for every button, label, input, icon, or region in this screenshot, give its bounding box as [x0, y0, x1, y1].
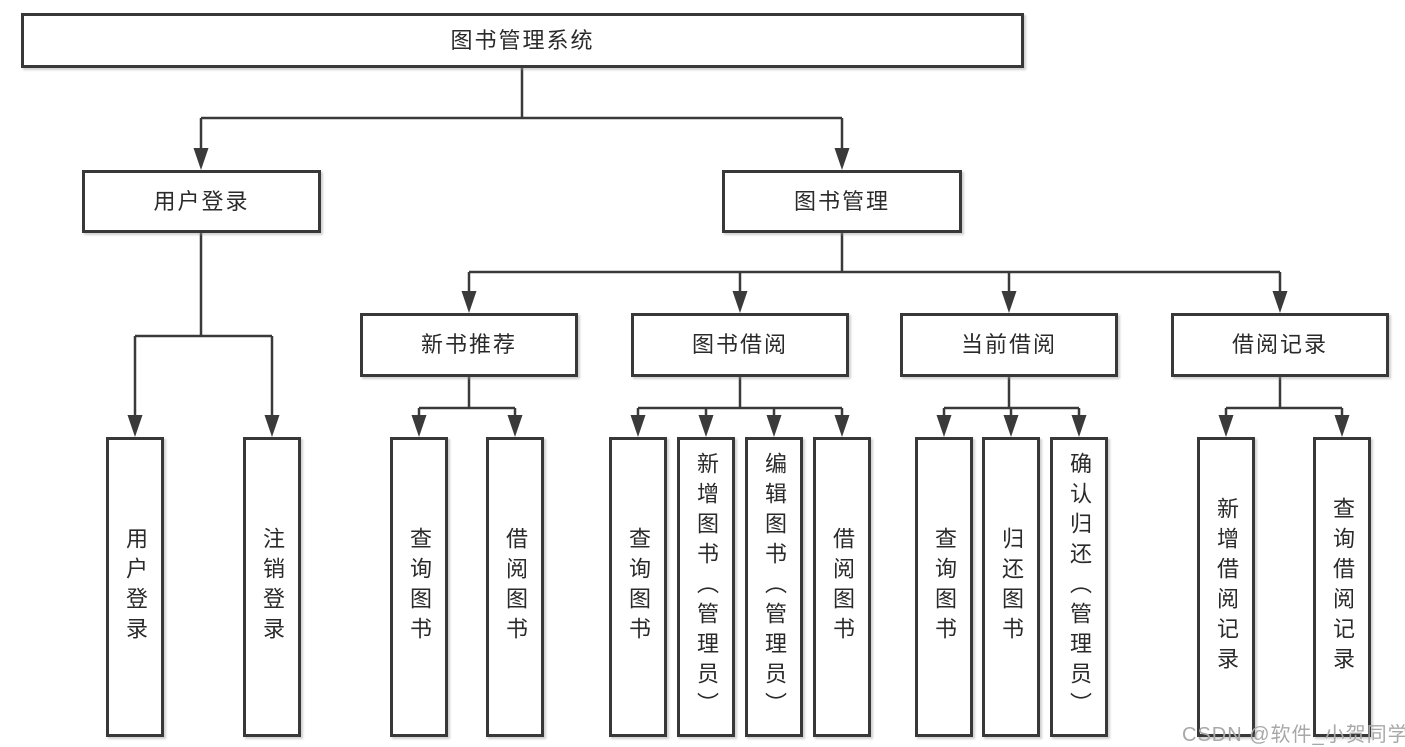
leaf-return-books: 归还图书	[982, 437, 1040, 737]
leaf-query-books-borrow: 查询图书	[609, 437, 667, 737]
node-current-borrow-label: 当前借阅	[960, 332, 1057, 357]
node-new-book-recommend-label: 新书推荐	[420, 332, 517, 357]
leaf-query-books-recommend: 查询图书	[390, 437, 448, 737]
leaf-edit-books-admin-label: 编辑图书（管理员）	[762, 452, 787, 722]
leaf-add-books-admin: 新增图书（管理员）	[677, 437, 735, 737]
leaf-user-login: 用户登录	[106, 437, 164, 737]
connector-root-to-level2	[193, 68, 850, 170]
leaf-query-borrow-record-label: 查询借阅记录	[1330, 497, 1355, 677]
leaf-query-books-current-label: 查询图书	[932, 527, 957, 647]
node-book-management: 图书管理	[722, 170, 962, 233]
node-current-borrow: 当前借阅	[900, 313, 1118, 377]
node-book-management-label: 图书管理	[793, 188, 890, 214]
leaf-query-books-current: 查询图书	[915, 437, 973, 737]
connector-book-borrow-to-leaves	[630, 377, 850, 437]
node-user-login: 用户登录	[82, 170, 321, 233]
node-book-borrow-label: 图书借阅	[691, 332, 788, 357]
node-borrow-records-label: 借阅记录	[1231, 332, 1328, 357]
leaf-confirm-return-admin-label: 确认归还（管理员）	[1067, 452, 1092, 722]
leaf-query-books-recommend-label: 查询图书	[407, 527, 432, 647]
leaf-query-borrow-record: 查询借阅记录	[1313, 437, 1371, 737]
leaf-logout-label: 注销登录	[260, 527, 285, 647]
leaf-add-borrow-record-label: 新增借阅记录	[1214, 497, 1239, 677]
connector-current-borrow-to-leaves	[936, 377, 1087, 437]
leaf-query-books-borrow-label: 查询图书	[626, 527, 651, 647]
node-book-borrow: 图书借阅	[631, 313, 849, 377]
leaf-return-books-label: 归还图书	[999, 527, 1024, 647]
leaf-user-login-label: 用户登录	[123, 527, 148, 647]
leaf-edit-books-admin: 编辑图书（管理员）	[745, 437, 803, 737]
node-borrow-records: 借阅记录	[1171, 313, 1389, 377]
connector-new-book-recommend-to-leaves	[411, 377, 523, 437]
csdn-watermark: CSDN @软件_小贺同学	[1182, 724, 1405, 746]
leaf-add-borrow-record: 新增借阅记录	[1197, 437, 1255, 737]
leaf-confirm-return-admin: 确认归还（管理员）	[1050, 437, 1108, 737]
leaf-borrow-books-label: 借阅图书	[830, 527, 855, 647]
node-new-book-recommend: 新书推荐	[360, 313, 578, 377]
node-root: 图书管理系统	[21, 13, 1024, 68]
connector-user-login-to-leaves	[127, 233, 280, 437]
leaf-logout: 注销登录	[243, 437, 301, 737]
node-user-login-label: 用户登录	[153, 188, 250, 214]
connector-borrow-records-to-leaves	[1218, 377, 1350, 437]
leaf-borrow-books-recommend-label: 借阅图书	[503, 527, 528, 647]
leaf-add-books-admin-label: 新增图书（管理员）	[694, 452, 719, 722]
node-root-label: 图书管理系统	[450, 27, 595, 53]
leaf-borrow-books-recommend: 借阅图书	[486, 437, 544, 737]
leaf-borrow-books: 借阅图书	[813, 437, 871, 737]
connector-book-management-to-level3	[461, 233, 1288, 313]
